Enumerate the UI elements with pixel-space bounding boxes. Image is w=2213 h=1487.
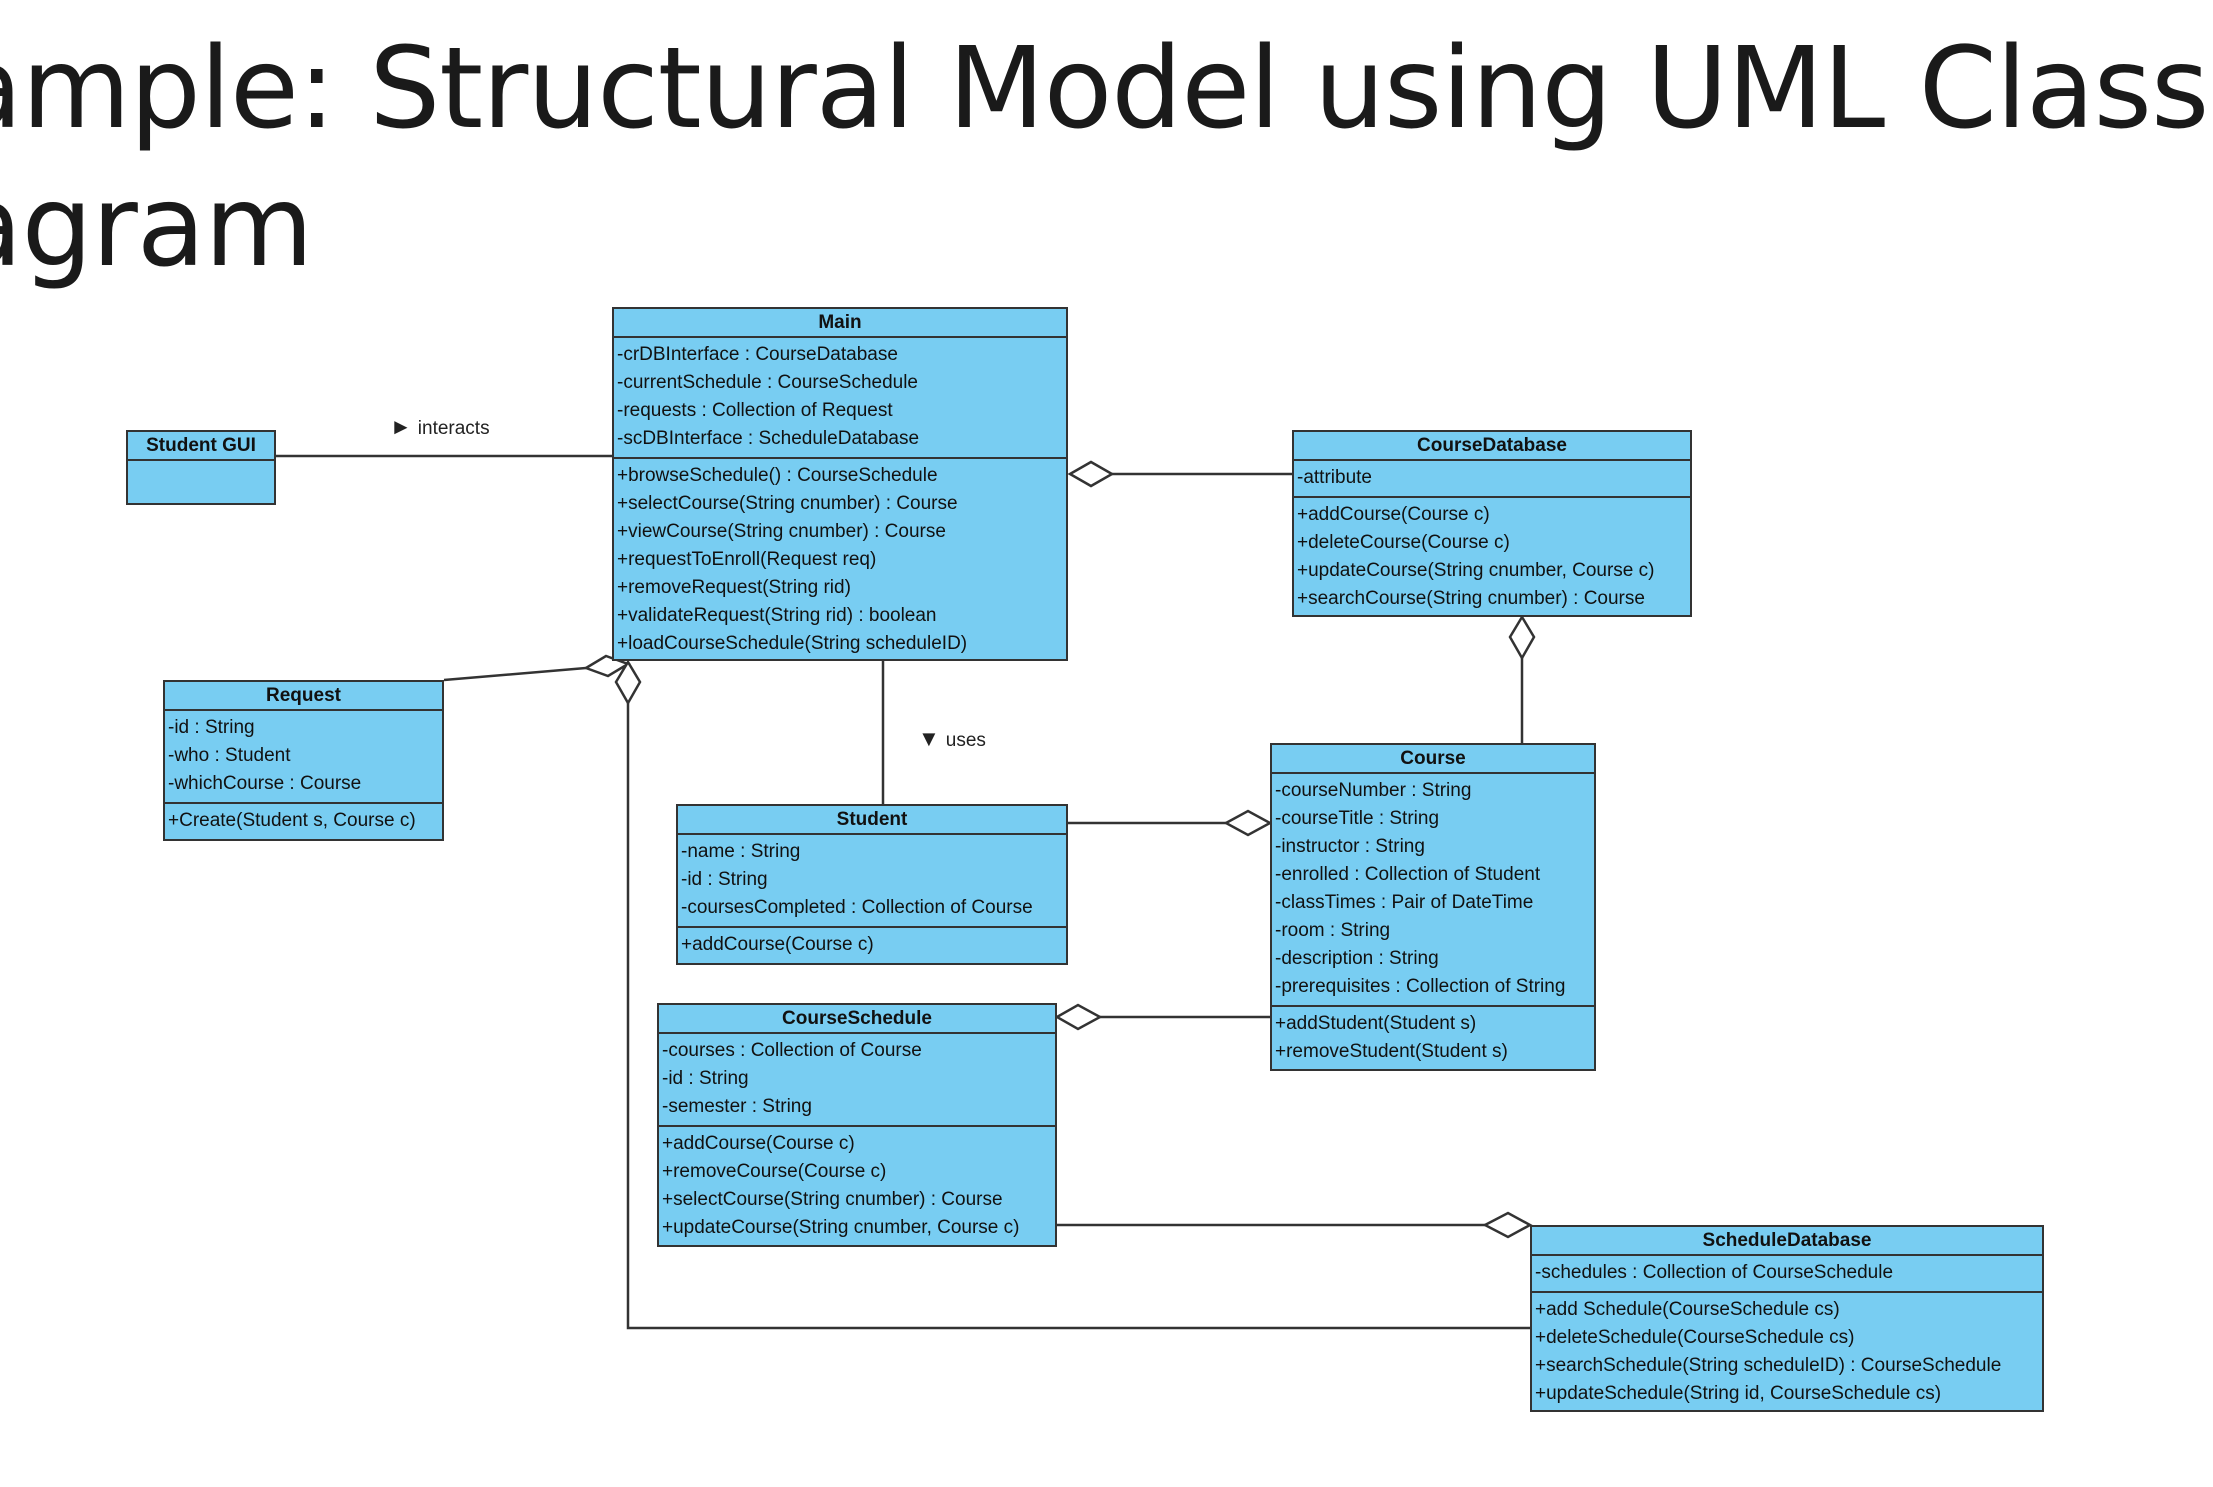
- operation: +addCourse(Course c): [662, 1133, 855, 1154]
- class-operations: +add Schedule(CourseSchedule cs) +delete…: [1532, 1293, 2042, 1412]
- attribute: -requests : Collection of Request: [617, 400, 893, 421]
- title-line-1: ample: Structural Model using UML Class: [0, 24, 2209, 154]
- attribute: -semester : String: [662, 1096, 812, 1117]
- triangle-right-icon: ►: [390, 414, 412, 439]
- attribute: -schedules : Collection of CourseSchedul…: [1535, 1262, 1894, 1283]
- attribute: -currentSchedule : CourseSchedule: [617, 372, 919, 393]
- slide-title: ample: Structural Model using UML Class …: [0, 20, 2213, 296]
- operation: +Create(Student s, Course c): [168, 810, 416, 831]
- operation: +removeRequest(String rid): [617, 577, 851, 598]
- class-name: ScheduleDatabase: [1532, 1227, 2042, 1256]
- attribute: -id : String: [662, 1068, 749, 1089]
- aggregation-diamond: [1223, 809, 1273, 837]
- class-name: CourseDatabase: [1294, 432, 1690, 461]
- attribute: -classTimes : Pair of DateTime: [1275, 892, 1534, 913]
- operation: +selectCourse(String cnumber) : Course: [617, 493, 958, 514]
- class-course-schedule: CourseSchedule -courses : Collection of …: [657, 1003, 1057, 1247]
- class-course: Course -courseNumber : String -courseTit…: [1270, 743, 1596, 1071]
- class-student-gui: Student GUI: [126, 430, 276, 505]
- class-main: Main -crDBInterface : CourseDatabase -cu…: [612, 307, 1068, 661]
- class-attributes: -courseNumber : String -courseTitle : St…: [1272, 774, 1594, 1007]
- attribute: -instructor : String: [1275, 836, 1425, 857]
- attribute: -prerequisites : Collection of String: [1275, 976, 1566, 997]
- operation: +add Schedule(CourseSchedule cs): [1535, 1299, 1840, 1320]
- class-operations: +addCourse(Course c) +removeCourse(Cours…: [659, 1127, 1055, 1246]
- class-request: Request -id : String -who : Student -whi…: [163, 680, 444, 841]
- class-name: Student GUI: [128, 432, 274, 461]
- aggregation-diamond: [1054, 1003, 1103, 1031]
- aggregation-main-scheduledatabase: [626, 703, 1530, 1330]
- operation: +updateSchedule(String id, CourseSchedul…: [1535, 1383, 1942, 1404]
- operation: +browseSchedule() : CourseSchedule: [617, 465, 938, 486]
- operation: +loadCourseSchedule(String scheduleID): [617, 633, 968, 654]
- operation: +updateCourse(String cnumber, Course c): [1297, 560, 1655, 581]
- operation: +searchCourse(String cnumber) : Course: [1297, 588, 1645, 609]
- operation: +selectCourse(String cnumber) : Course: [662, 1189, 1003, 1210]
- operation: +searchSchedule(String scheduleID) : Cou…: [1535, 1355, 2002, 1376]
- class-attributes: -courses : Collection of Course -id : St…: [659, 1034, 1055, 1127]
- association-label-interacts: ►interacts: [390, 414, 490, 440]
- class-attributes: -name : String -id : String -coursesComp…: [678, 835, 1066, 928]
- class-name: CourseSchedule: [659, 1005, 1055, 1034]
- operation: +addCourse(Course c): [1297, 504, 1490, 525]
- class-operations: +addStudent(Student s) +removeStudent(St…: [1272, 1007, 1594, 1070]
- operation: +viewCourse(String cnumber) : Course: [617, 521, 946, 542]
- attribute: -id : String: [681, 869, 768, 890]
- association-label-text: interacts: [417, 418, 490, 439]
- class-student: Student -name : String -id : String -cou…: [676, 804, 1068, 965]
- class-schedule-database: ScheduleDatabase -schedules : Collection…: [1530, 1225, 2044, 1412]
- class-attributes: -attribute: [1294, 461, 1690, 498]
- attribute: -description : String: [1275, 948, 1439, 969]
- attribute: -coursesCompleted : Collection of Course: [681, 897, 1033, 918]
- operation: +addCourse(Course c): [681, 934, 874, 955]
- class-operations: +addCourse(Course c): [678, 928, 1066, 963]
- operation: +removeCourse(Course c): [662, 1161, 887, 1182]
- class-operations: +addCourse(Course c) +deleteCourse(Cours…: [1294, 498, 1690, 617]
- aggregation-diamond: [614, 659, 642, 706]
- class-name: Course: [1272, 745, 1594, 774]
- association-label-uses: ▼uses: [918, 726, 986, 752]
- attribute: -courses : Collection of Course: [662, 1040, 922, 1061]
- class-name: Student: [678, 806, 1066, 835]
- association-label-text: uses: [945, 730, 986, 751]
- class-name: Request: [165, 682, 442, 711]
- aggregation-main-request: [443, 666, 587, 682]
- class-operations: +Create(Student s, Course c): [165, 804, 442, 839]
- class-course-database: CourseDatabase -attribute +addCourse(Cou…: [1292, 430, 1692, 617]
- attribute: -courseTitle : String: [1275, 808, 1440, 829]
- attribute: -attribute: [1297, 467, 1372, 488]
- attribute: -id : String: [168, 717, 255, 738]
- attribute: -enrolled : Collection of Student: [1275, 864, 1541, 885]
- operation: +deleteCourse(Course c): [1297, 532, 1510, 553]
- operation: +addStudent(Student s): [1275, 1013, 1477, 1034]
- attribute: -scDBInterface : ScheduleDatabase: [617, 428, 920, 449]
- class-attributes: -crDBInterface : CourseDatabase -current…: [614, 338, 1066, 459]
- class-attributes: -schedules : Collection of CourseSchedul…: [1532, 1256, 2042, 1293]
- aggregation-diamond: [1067, 460, 1115, 488]
- attribute: -whichCourse : Course: [168, 773, 362, 794]
- operation: +requestToEnroll(Request req): [617, 549, 877, 570]
- attribute: -room : String: [1275, 920, 1391, 941]
- attribute: -name : String: [681, 841, 801, 862]
- attribute: -courseNumber : String: [1275, 780, 1472, 801]
- attribute: -who : Student: [168, 745, 291, 766]
- title-line-2: agram: [0, 162, 314, 292]
- operation: +removeStudent(Student s): [1275, 1041, 1508, 1062]
- operation: +validateRequest(String rid) : boolean: [617, 605, 937, 626]
- operation: +updateCourse(String cnumber, Course c): [662, 1217, 1020, 1238]
- aggregation-diamond: [1508, 614, 1536, 661]
- class-attributes: -id : String -who : Student -whichCourse…: [165, 711, 442, 804]
- triangle-down-icon: ▼: [918, 726, 940, 751]
- operation: +deleteSchedule(CourseSchedule cs): [1535, 1327, 1855, 1348]
- class-name: Main: [614, 309, 1066, 338]
- attribute: -crDBInterface : CourseDatabase: [617, 344, 898, 365]
- aggregation-diamond: [1482, 1211, 1533, 1239]
- class-operations: +browseSchedule() : CourseSchedule +sele…: [614, 459, 1066, 662]
